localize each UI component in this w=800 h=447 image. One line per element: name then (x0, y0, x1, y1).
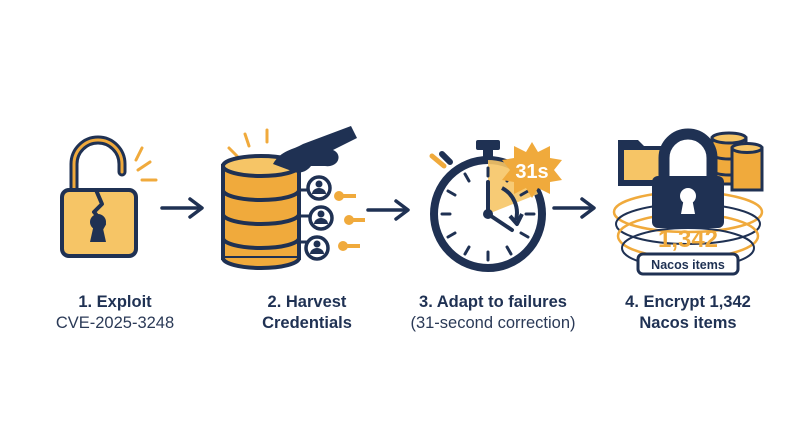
arrow-3-to-4 (552, 197, 596, 219)
stopwatch-icon: 31s (429, 140, 562, 272)
step-1-caption: 1. Exploit CVE-2025-3248 (20, 292, 210, 334)
broken-padlock-icon (60, 135, 158, 258)
step-2-title: 2. Harvest (267, 293, 347, 311)
step-3-title: 3. Adapt to failures (419, 293, 567, 311)
database-hand-keys-icon (221, 126, 365, 270)
encrypted-lock-icon: 1,342 Nacos items (612, 128, 764, 276)
arrow-2-to-3 (366, 199, 410, 221)
time-badge: 31s (502, 142, 562, 198)
step-4-title: 4. Encrypt 1,342 (625, 293, 751, 311)
encrypted-count: 1,342 (658, 226, 718, 253)
step-1-title: 1. Exploit (78, 293, 152, 311)
step-3-detail: (31-second correction) (410, 314, 576, 332)
time-badge-label: 31s (515, 161, 548, 183)
encrypted-banner: Nacos items (651, 258, 725, 272)
step-1-detail: CVE-2025-3248 (55, 314, 175, 332)
step-4-caption: 4. Encrypt 1,342 Nacos items (593, 292, 783, 334)
step-3-caption: 3. Adapt to failures (31-second correcti… (398, 292, 588, 334)
arrow-1-to-2 (160, 197, 204, 219)
step-2-caption: 2. Harvest Credentials (212, 292, 402, 334)
step-2-detail: Credentials (262, 314, 352, 332)
step-4-detail: Nacos items (639, 314, 737, 332)
